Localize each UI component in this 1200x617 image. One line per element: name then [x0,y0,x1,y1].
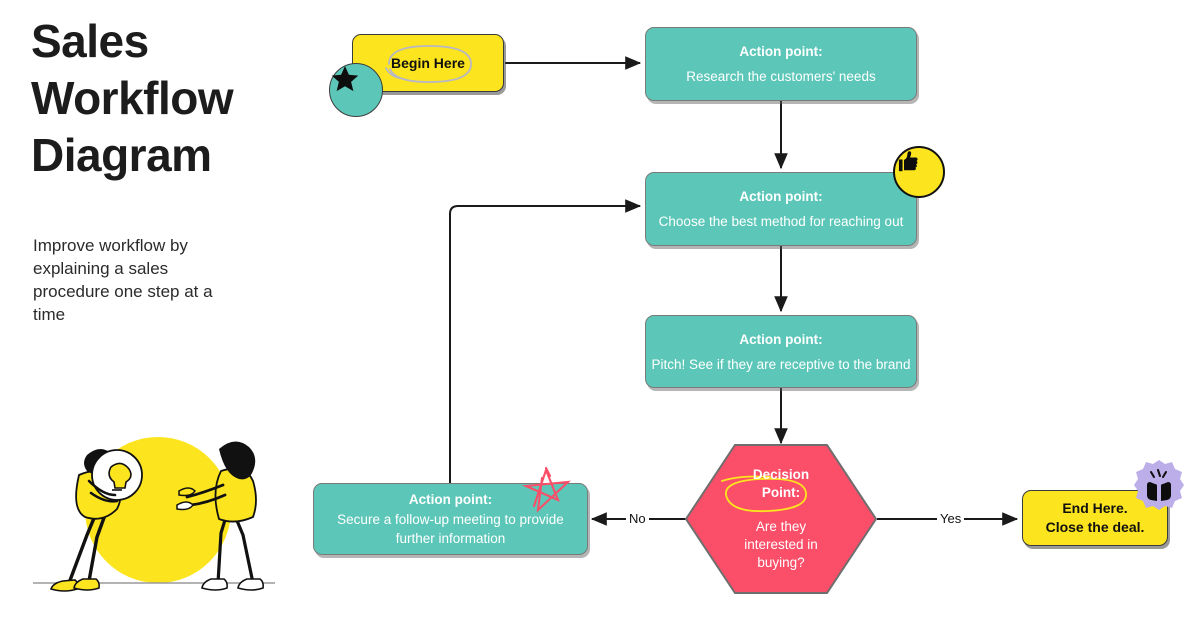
edge-label-no: No [626,511,649,526]
decision-interested-node[interactable]: Decision Point: Are they interested in b… [684,443,878,595]
page-title: Sales Workflow Diagram [31,15,234,181]
step-pitch-header: Action point: [739,331,823,347]
step-followup-header: Action point: [408,492,493,507]
start-node-label: Begin Here [391,54,465,71]
edge-label-yes: Yes [937,511,965,526]
step-followup-body: Secure a follow-up meeting to provide fu… [337,512,564,546]
step-pitch-body: Pitch! See if they are receptive to the … [651,356,911,372]
people-pushing-idea-illustration [33,437,275,592]
step-research-body: Research the customers' needs [686,69,876,84]
step-followup-node[interactable]: Action point: Secure a follow-up meeting… [313,483,588,555]
clapping-hands-icon [1147,469,1171,501]
end-node-line1: End Here. [1062,500,1128,516]
step-method-node[interactable]: Action point: Choose the best method for… [645,172,917,246]
step-pitch-node[interactable]: Action point: Pitch! See if they are rec… [645,315,917,388]
star-icon [331,66,359,92]
thumbs-up-icon [898,151,918,172]
applause-badge [1134,460,1184,510]
step-method-body: Choose the best method for reaching out [658,214,904,229]
star-doodle-icon [521,466,571,513]
step-research-node[interactable]: Action point: Research the customers' ne… [645,27,917,101]
end-node[interactable]: End Here. Close the deal. [1022,490,1168,546]
step-method-header: Action point: [739,189,823,204]
page-subtitle: Improve workflow by explaining a sales p… [33,236,213,324]
end-node-line2: Close the deal. [1045,519,1145,535]
star-badge [329,63,383,117]
thumbs-up-badge [893,146,945,198]
step-research-header: Action point: [739,44,823,59]
hexagon-shape [684,444,878,594]
